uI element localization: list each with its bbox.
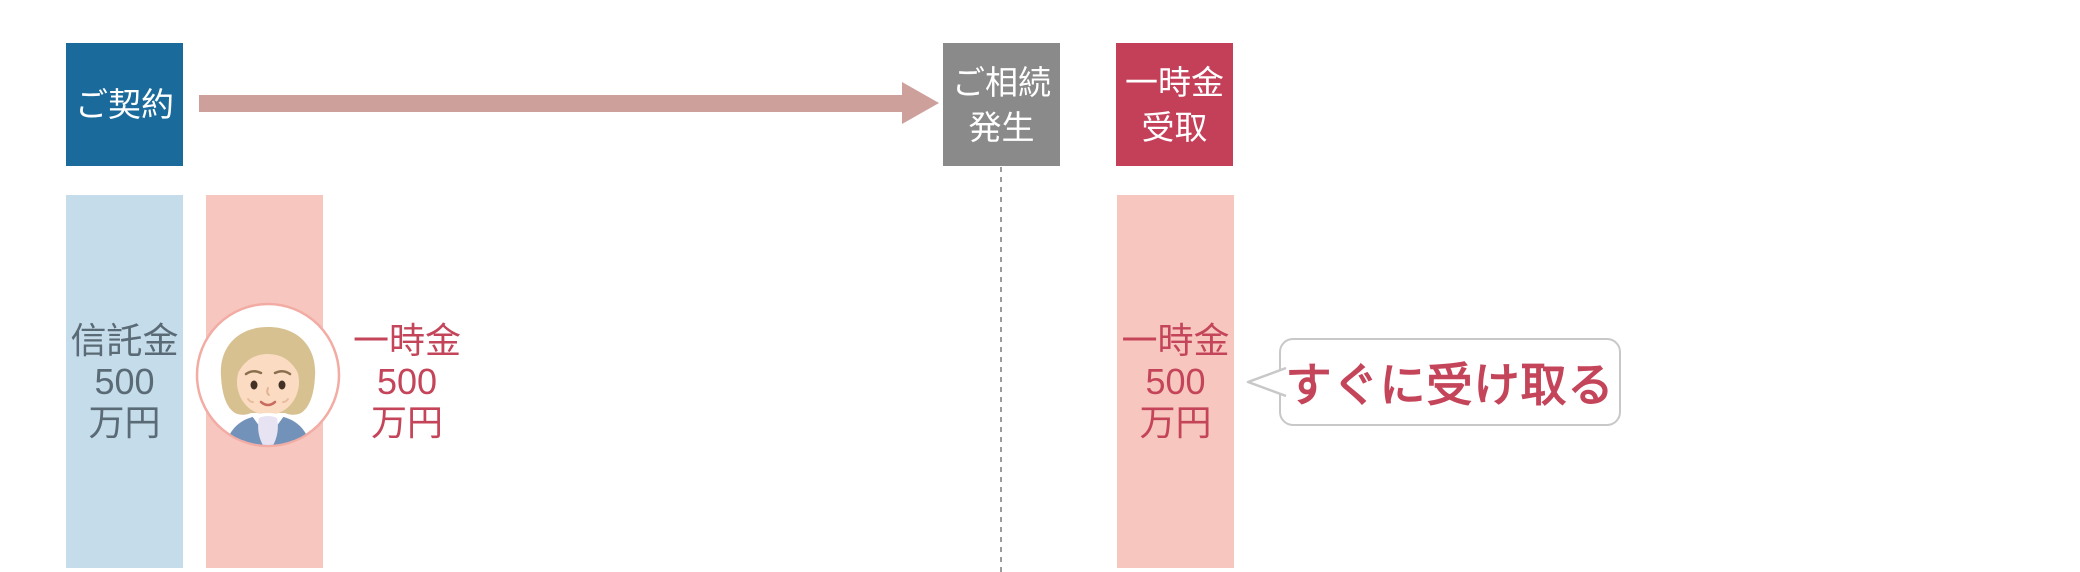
contract-label: ご契約: [75, 86, 174, 123]
callout-text: すぐに受け取る: [1285, 359, 1615, 411]
lumpsum-receipt-box: 一時金 受取: [1116, 43, 1233, 166]
contract-box: ご契約: [66, 43, 183, 166]
lumpsum-receipt-label-line1: 一時金: [1125, 63, 1224, 101]
elderly-woman-avatar-icon: [193, 300, 343, 450]
lumpsum-receipt-label-line2: 受取: [1141, 108, 1208, 146]
inheritance-label-line2: 発生: [968, 108, 1035, 146]
timeline-arrow: [199, 95, 903, 112]
beneficiary-lumpsum-line2: 500: [376, 361, 438, 402]
beneficiary-lumpsum-caption: 一時金 500 万円: [348, 195, 466, 568]
speech-bubble-pointer-icon: [1246, 366, 1287, 398]
beneficiary-lumpsum-line3: 万円: [370, 402, 443, 443]
inheritance-box: ご相続 発生: [943, 43, 1060, 166]
payout-column: 一時金 500 万円: [1117, 195, 1234, 568]
right-arrow-icon: [902, 82, 939, 124]
payout-lumpsum-label: 一時金 500 万円: [1121, 320, 1229, 443]
beneficiary-lumpsum-line1: 一時金: [352, 320, 461, 361]
payout-lumpsum-line3: 万円: [1139, 402, 1212, 443]
payout-lumpsum-line1: 一時金: [1121, 320, 1230, 361]
inheritance-label-line1: ご相続: [952, 63, 1051, 101]
beneficiary-lumpsum-label: 一時金 500 万円: [353, 320, 461, 443]
trust-money-line2: 500: [94, 361, 155, 402]
callout-bubble: すぐに受け取る: [1279, 338, 1621, 426]
inheritance-event-divider: [1000, 167, 1002, 572]
trust-money-line1: 信託金: [70, 320, 179, 361]
trust-money-line3: 万円: [88, 402, 161, 443]
payout-lumpsum-line2: 500: [1145, 361, 1206, 402]
trust-money-label: 信託金 500 万円: [70, 320, 178, 443]
trust-money-column: 信託金 500 万円: [66, 195, 183, 568]
